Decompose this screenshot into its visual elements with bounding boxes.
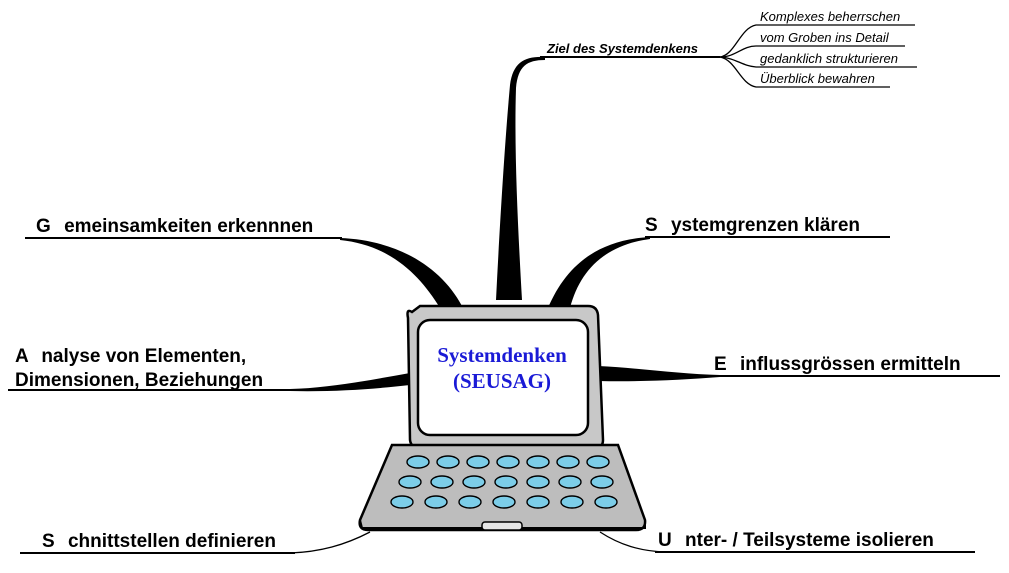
top-branch-label: Ziel des Systemdenkens [546, 41, 698, 56]
branch-einfluss [598, 366, 720, 382]
key [590, 475, 614, 489]
key [526, 455, 550, 469]
branch-s-schnitt-label: S chnittstellen definieren [42, 531, 276, 552]
key [586, 455, 610, 469]
branch-s-schnitt-rest: chnittstellen definieren [68, 531, 276, 552]
branch-u-label: U nter- / Teilsysteme isolieren [658, 530, 934, 551]
key [594, 495, 618, 509]
key [398, 475, 422, 489]
laptop-illustration [358, 304, 647, 532]
key [390, 495, 414, 509]
branch-s-schnitt-initial: S [42, 531, 55, 552]
key [526, 475, 550, 489]
branch-s-sys-initial: S [645, 215, 658, 236]
branch-a-label-line2: Dimensionen, Beziehungen [15, 370, 263, 391]
branch-a-rest: nalyse von Elementen, [41, 346, 246, 367]
key [466, 455, 490, 469]
key [558, 475, 582, 489]
key [526, 495, 550, 509]
key [496, 455, 520, 469]
key [430, 475, 454, 489]
branch-e-initial: E [714, 354, 727, 375]
sub-label-4: Überblick bewahren [760, 71, 875, 86]
key [494, 475, 518, 489]
keyboard-keys [390, 455, 618, 509]
branch-g-initial: G [36, 216, 51, 237]
sub-branch-1 [719, 24, 915, 58]
sub-branch-3 [719, 56, 917, 68]
center-title: Systemdenken [437, 343, 567, 367]
branch-a-label-line1: A nalyse von Elementen, [15, 346, 246, 367]
sub-branch-4 [719, 56, 890, 88]
trackpad-button [481, 521, 523, 531]
branch-e-label: E influssgrössen ermitteln [714, 354, 961, 375]
key [458, 495, 482, 509]
laptop-screen [416, 318, 590, 437]
branch-top [496, 56, 545, 301]
key [436, 455, 460, 469]
sub-label-2: vom Groben ins Detail [760, 30, 890, 45]
key [560, 495, 584, 509]
branch-analyse [290, 373, 410, 392]
key [424, 495, 448, 509]
sub-branch-2 [719, 45, 905, 58]
branch-gemeinsamkeiten [340, 238, 462, 308]
key [406, 455, 430, 469]
branch-u-rest: nter- / Teilsysteme isolieren [685, 530, 934, 551]
branch-teilsysteme [599, 531, 666, 553]
branch-g-label: G emeinsamkeiten erkennnen [36, 216, 313, 237]
key [462, 475, 486, 489]
sub-label-1: Komplexes beherrschen [760, 9, 900, 24]
branch-s-sys-rest: ystemgrenzen klären [671, 215, 860, 236]
branch-schnittstellen [289, 531, 371, 554]
branch-e-rest: influssgrössen ermitteln [740, 354, 961, 375]
branch-a-initial: A [15, 346, 29, 367]
branch-u-initial: U [658, 530, 672, 551]
branch-s-sys-label: S ystemgrenzen klären [645, 215, 860, 236]
key [556, 455, 580, 469]
key [492, 495, 516, 509]
branch-systemgrenzen [548, 237, 650, 308]
branch-g-rest: emeinsamkeiten erkennnen [64, 216, 313, 237]
center-subtitle: (SEUSAG) [453, 369, 551, 393]
sub-label-3: gedanklich strukturieren [760, 51, 898, 66]
